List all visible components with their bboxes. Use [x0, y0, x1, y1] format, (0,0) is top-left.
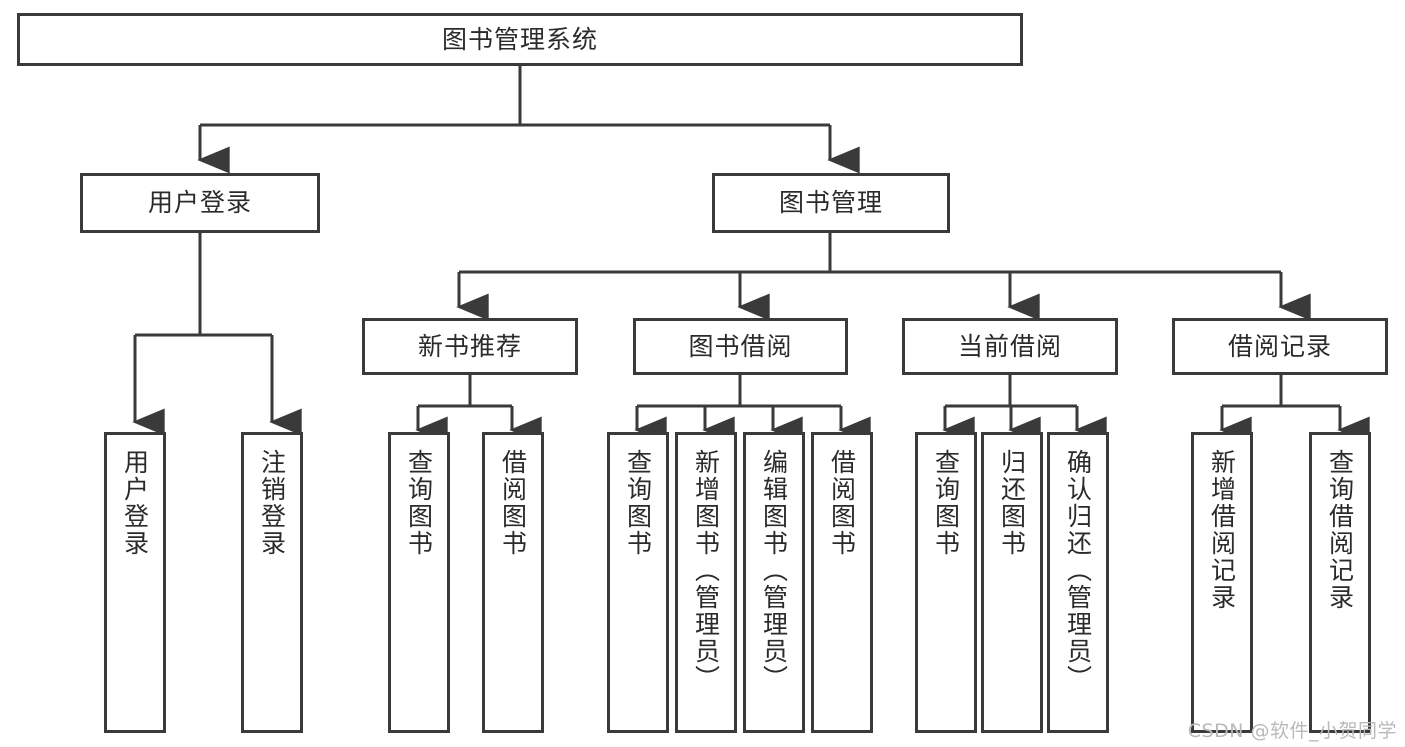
csdn-watermark: CSDN @软件_小贺同学 — [1187, 720, 1397, 742]
leaf-user-login-signin[interactable]: 用户登录 — [104, 432, 166, 733]
node-current-borrow[interactable]: 当前借阅 — [902, 318, 1118, 375]
leaf-recommend-borrow-book[interactable]: 借阅图书 — [482, 432, 544, 733]
node-label: 用户登录 — [120, 449, 150, 557]
leaf-current-return-book[interactable]: 归还图书 — [981, 432, 1043, 733]
node-label: 当前借阅 — [957, 331, 1062, 361]
node-label: 归还图书 — [997, 449, 1027, 557]
node-label: 新增图书（管理员） — [691, 449, 721, 692]
node-label: 查询借阅记录 — [1325, 449, 1355, 611]
node-label: 图书管理 — [778, 188, 883, 218]
node-book-management[interactable]: 图书管理 — [712, 173, 950, 233]
leaf-recommend-query-book[interactable]: 查询图书 — [388, 432, 450, 733]
node-label: 图书借阅 — [688, 331, 793, 361]
leaf-current-confirm-return-admin[interactable]: 确认归还（管理员） — [1047, 432, 1109, 733]
leaf-current-query-book[interactable]: 查询图书 — [915, 432, 977, 733]
leaf-record-query-record[interactable]: 查询借阅记录 — [1309, 432, 1371, 733]
node-root-book-management-system[interactable]: 图书管理系统 — [17, 13, 1023, 66]
node-label: 查询图书 — [623, 449, 653, 557]
node-label: 借阅图书 — [827, 449, 857, 557]
node-label: 图书管理系统 — [441, 24, 598, 54]
leaf-borrow-edit-book-admin[interactable]: 编辑图书（管理员） — [743, 432, 805, 733]
leaf-user-login-signout[interactable]: 注销登录 — [241, 432, 303, 733]
node-new-book-recommend[interactable]: 新书推荐 — [362, 318, 578, 375]
leaf-record-add-record[interactable]: 新增借阅记录 — [1191, 432, 1253, 733]
node-label: 编辑图书（管理员） — [759, 449, 789, 692]
node-user-login[interactable]: 用户登录 — [80, 173, 320, 233]
node-label: 查询图书 — [931, 449, 961, 557]
node-label: 新增借阅记录 — [1207, 449, 1237, 611]
node-label: 查询图书 — [404, 449, 434, 557]
leaf-borrow-query-book[interactable]: 查询图书 — [607, 432, 669, 733]
leaf-borrow-add-book-admin[interactable]: 新增图书（管理员） — [675, 432, 737, 733]
node-borrow-record[interactable]: 借阅记录 — [1172, 318, 1388, 375]
node-label: 注销登录 — [257, 449, 287, 557]
node-label: 借阅图书 — [498, 449, 528, 557]
node-label: 新书推荐 — [417, 331, 522, 361]
node-label: 确认归还（管理员） — [1063, 449, 1093, 692]
node-label: 用户登录 — [147, 188, 252, 218]
node-book-borrow[interactable]: 图书借阅 — [633, 318, 848, 375]
node-label: 借阅记录 — [1227, 331, 1332, 361]
leaf-borrow-borrow-book[interactable]: 借阅图书 — [811, 432, 873, 733]
